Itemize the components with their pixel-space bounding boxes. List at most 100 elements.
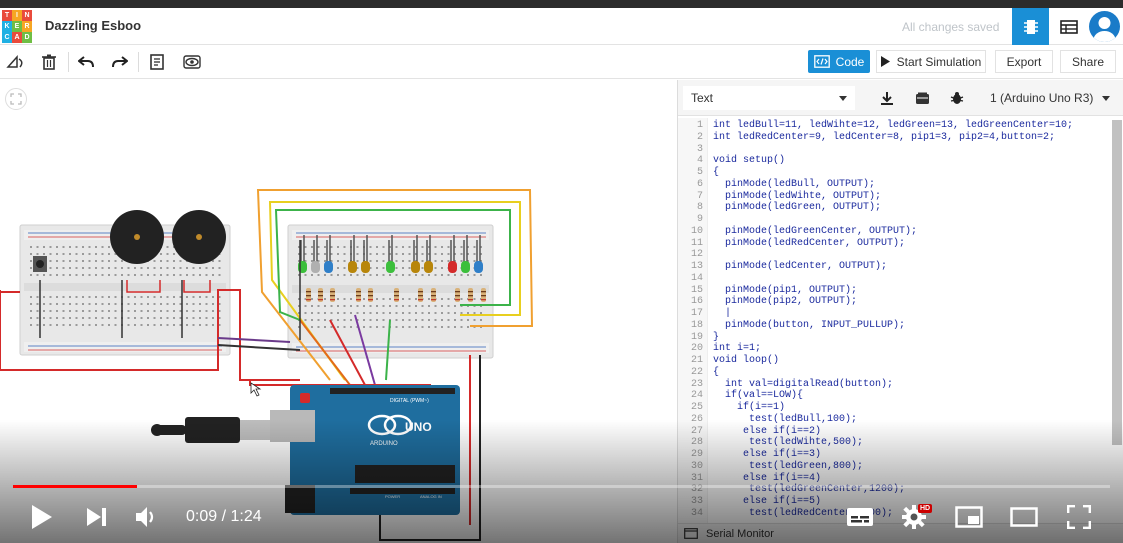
line-number: 25 [690, 402, 703, 413]
code-line[interactable]: 16 pinMode(pip2, OUTPUT); [678, 296, 1123, 308]
led [461, 235, 470, 273]
code-button[interactable]: Code [808, 50, 870, 73]
led [424, 235, 433, 273]
line-number: 22 [690, 366, 703, 378]
code-line[interactable]: 31 else if(i==4) [678, 473, 1123, 485]
code-text: pinMode(ledRedCenter, OUTPUT); [713, 237, 906, 249]
code-line[interactable]: 25 if(i==1) [678, 402, 1123, 414]
line-number: 30 [690, 460, 703, 472]
code-line[interactable]: 27 else if(i==2) [678, 426, 1123, 438]
settings-button[interactable] [899, 500, 929, 534]
code-icon [813, 55, 830, 68]
code-line[interactable]: 8 pinMode(ledGreen, OUTPUT); [678, 202, 1123, 214]
line-number: 15 [690, 284, 703, 296]
circuit-view-button[interactable] [1012, 8, 1049, 45]
video-time: 0:09 / 1:24 [186, 508, 262, 525]
code-line[interactable]: 5{ [678, 167, 1123, 179]
mouse-cursor [250, 382, 262, 397]
code-line[interactable]: 24 if(val==LOW){ [678, 390, 1123, 402]
code-editor[interactable]: 1 int ledBull=11, ledWihte=12, ledGreen=1… [678, 118, 1123, 523]
code-line[interactable]: 13 pinMode(ledCenter, OUTPUT); [678, 261, 1123, 273]
line-number: 26 [690, 413, 703, 425]
code-line[interactable]: 23 int val=digitalRead(button); [678, 379, 1123, 391]
code-line[interactable]: 28 test(ledWihte,500); [678, 437, 1123, 449]
line-number: 17 [690, 308, 703, 319]
mute-button[interactable] [132, 500, 162, 534]
line-number: 19 [690, 331, 703, 343]
led [386, 235, 395, 273]
code-line[interactable]: 18 pinMode(button, INPUT_PULLUP); [678, 320, 1123, 332]
code-line[interactable]: 29 else if(i==3) [678, 449, 1123, 461]
code-line[interactable]: 11 pinMode(ledRedCenter, OUTPUT); [678, 238, 1123, 250]
code-line[interactable]: 1 int ledBull=11, ledWihte=12, ledGreen=1… [678, 120, 1123, 132]
theater-mode-button[interactable] [1008, 500, 1040, 534]
code-line[interactable]: 14 [678, 273, 1123, 285]
line-number: 4 [696, 155, 703, 167]
play-button[interactable] [26, 500, 58, 534]
code-line[interactable]: 22{ [678, 367, 1123, 379]
arduino-digital-label: DIGITAL (PWM~) [390, 398, 429, 404]
redo-icon [112, 56, 128, 68]
device-select[interactable]: 1 (Arduino Uno R3) [982, 86, 1118, 110]
code-line[interactable]: 17 | [678, 308, 1123, 320]
line-number: 10 [690, 225, 703, 237]
code-line[interactable]: 10 pinMode(ledGreenCenter, OUTPUT); [678, 226, 1123, 238]
line-number: 1 [696, 120, 703, 131]
line-number: 8 [696, 202, 703, 214]
video-progress-bar[interactable] [13, 485, 1110, 488]
notes-button[interactable] [145, 51, 169, 73]
next-video-button[interactable] [82, 500, 112, 534]
zoom-to-fit-button[interactable] [5, 88, 27, 110]
project-title[interactable]: Dazzling Esboo [45, 18, 142, 33]
code-text: int ledBull=11, ledWihte=12, ledGreen=13… [713, 120, 1074, 131]
code-line[interactable]: 6 pinMode(ledBull, OUTPUT); [678, 179, 1123, 191]
code-line[interactable]: 19} [678, 332, 1123, 344]
fullscreen-button[interactable] [1064, 500, 1094, 534]
editor-scrollbar[interactable] [1112, 120, 1122, 445]
delete-button[interactable] [37, 51, 61, 73]
code-line[interactable]: 15 pinMode(pip1, OUTPUT); [678, 285, 1123, 297]
start-simulation-button[interactable]: Start Simulation [876, 50, 986, 73]
code-text: int i=1; [713, 343, 762, 355]
redo-button[interactable] [108, 51, 132, 73]
code-mode-select[interactable]: Text [683, 86, 855, 110]
code-line[interactable]: 12 [678, 249, 1123, 261]
line-number: 21 [690, 355, 703, 366]
circuit-canvas[interactable]: ARDUINO UNO DIGITAL (PWM~) POWER ANALOG … [0, 80, 677, 543]
code-text: { [713, 167, 720, 178]
code-text: pinMode(ledGreenCenter, OUTPUT); [713, 225, 918, 237]
download-code-button[interactable] [876, 87, 898, 109]
line-number: 24 [690, 390, 703, 402]
code-line[interactable]: 9 [678, 214, 1123, 226]
bug-icon [950, 92, 964, 104]
miniplayer-button[interactable] [953, 500, 985, 534]
code-mode-value: Text [691, 91, 714, 105]
export-button[interactable]: Export [995, 50, 1053, 73]
rotate-button[interactable] [4, 51, 28, 73]
share-button[interactable]: Share [1060, 50, 1116, 73]
component-list-button[interactable] [1050, 8, 1087, 45]
circuit-drawing[interactable]: ARDUINO UNO DIGITAL (PWM~) POWER ANALOG … [0, 80, 677, 543]
logo-letter: C [2, 32, 12, 43]
line-number: 5 [696, 167, 703, 178]
toggle-notes-visibility-button[interactable] [180, 51, 204, 73]
code-line[interactable]: 26 test(ledBull,100); [678, 414, 1123, 426]
line-number: 14 [690, 272, 703, 284]
debugger-button[interactable] [946, 87, 968, 109]
play-icon [880, 56, 890, 67]
code-text: test(ledWihte,500); [713, 437, 864, 449]
undo-button[interactable] [74, 51, 98, 73]
user-avatar[interactable] [1089, 11, 1120, 42]
wire-green [274, 209, 511, 381]
code-line[interactable]: 7 pinMode(ledWihte, OUTPUT); [678, 191, 1123, 203]
code-line[interactable]: 3 [678, 144, 1123, 156]
code-line[interactable]: 30 test(ledGreen,800); [678, 461, 1123, 473]
subtitles-button[interactable] [844, 500, 876, 534]
code-button-label: Code [835, 54, 865, 69]
libraries-button[interactable] [911, 87, 933, 109]
